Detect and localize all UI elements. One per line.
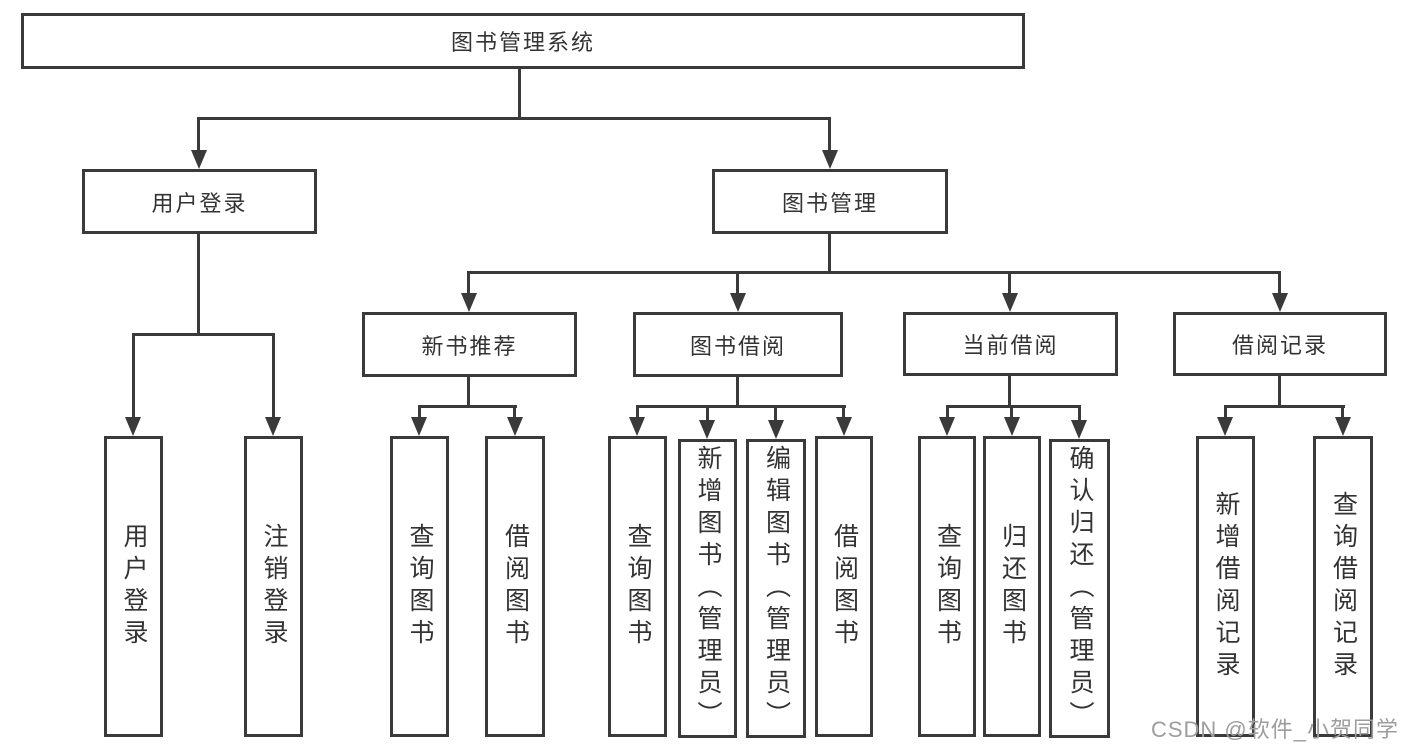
leaf-edit-books-admin-label: 编辑图书（管理员） [762,444,791,733]
arrowhead-confirm-return-admin-icon [1071,420,1087,439]
arrowhead-borrowing-records-icon [1272,293,1288,312]
connector-drop-borrowing-records [1278,271,1281,297]
connector-borrowing-records-stem [1278,376,1281,408]
arrowhead-add-borrow-record-icon [1217,417,1233,436]
arrowhead-add-books-admin-icon [699,420,715,439]
leaf-query-borrow-record: 查询借阅记录 [1313,436,1373,737]
connector-drop-borrow-books-recommend [513,405,516,421]
node-new-book-recommend: 新书推荐 [362,312,577,377]
leaf-query-books-current-label: 查询图书 [933,522,962,651]
leaf-user-login: 用户登录 [104,436,163,737]
connector-new-book-recommend-stem [467,377,470,408]
connector-drop-leaf-logout [272,333,275,421]
leaf-add-books-admin-label: 新增图书（管理员） [694,444,722,733]
connector-book-borrowing-stem [736,377,739,408]
arrowhead-return-books-icon [1004,417,1020,436]
node-current-borrowing-label: 当前借阅 [962,333,1059,358]
node-root: 图书管理系统 [21,13,1025,69]
connector-drop-new-book-recommend [467,271,470,297]
arrowhead-query-borrow-record-icon [1335,417,1351,436]
node-root-label: 图书管理系统 [450,30,595,55]
connector-drop-add-books-admin [706,405,709,423]
arrowhead-query-books-borrowing-icon [629,417,645,436]
connector-current-borrowing-bracket [946,405,1081,408]
node-user-login-label: 用户登录 [151,190,248,216]
leaf-add-books-admin: 新增图书（管理员） [678,439,737,738]
arrowhead-leaf-logout-icon [265,417,281,436]
connector-drop-query-books-borrowing [636,405,639,421]
connector-book-management-stem [828,234,831,274]
arrowhead-borrow-books-icon [836,417,852,436]
connector-drop-book-borrowing [736,271,739,297]
arrowhead-current-borrowing-icon [1002,293,1018,312]
connector-drop-leaf-user-login [132,333,135,421]
node-new-book-recommend-label: 新书推荐 [421,333,518,359]
leaf-query-books-recommend-label: 查询图书 [406,522,434,651]
node-borrowing-records-label: 借阅记录 [1231,333,1328,358]
arrowhead-book-borrowing-icon [730,293,746,312]
node-current-borrowing: 当前借阅 [903,312,1118,376]
leaf-add-borrow-record: 新增借阅记录 [1196,436,1255,737]
leaf-borrow-books-recommend-label: 借阅图书 [501,522,530,651]
leaf-query-books-borrowing: 查询图书 [608,436,667,737]
connector-drop-book-management [828,117,831,155]
leaf-confirm-return-admin-label: 确认归还（管理员） [1066,444,1094,733]
connector-level3-bracket [467,271,1281,274]
node-book-management: 图书管理 [712,169,948,234]
connector-borrowing-records-bracket [1224,405,1345,408]
csdn-watermark: CSDN @软件_小贺同学 [1150,717,1399,742]
arrowhead-new-book-recommend-icon [461,293,477,312]
leaf-user-login-label: 用户登录 [120,522,148,651]
leaf-query-borrow-record-label: 查询借阅记录 [1329,490,1358,683]
arrowhead-query-books-recommend-icon [411,417,427,436]
connector-drop-edit-books-admin [774,405,777,423]
arrowhead-leaf-user-login-icon [125,417,141,436]
leaf-confirm-return-admin: 确认归还（管理员） [1049,439,1110,738]
leaf-logout-label: 注销登录 [260,522,288,651]
node-book-management-label: 图书管理 [781,190,878,216]
arrowhead-query-books-current-icon [939,417,955,436]
leaf-logout: 注销登录 [244,436,303,737]
leaf-return-books: 归还图书 [983,436,1041,737]
leaf-query-books-current: 查询图书 [918,436,976,737]
connector-book-borrowing-bracket [636,405,846,408]
leaf-add-borrow-record-label: 新增借阅记录 [1212,490,1240,683]
connector-user-login-stem [197,233,200,336]
connector-drop-confirm-return-admin [1078,405,1081,423]
connector-user-login-bracket [132,333,275,336]
connector-root-bracket [197,117,831,120]
arrowhead-borrow-books-recommend-icon [507,417,523,436]
connector-new-book-recommend-bracket [418,405,517,408]
leaf-query-books-recommend: 查询图书 [390,436,449,737]
arrowhead-edit-books-admin-icon [768,420,784,439]
arrowhead-user-login-icon [191,150,207,169]
connector-root-stem [518,69,521,120]
node-book-borrowing-label: 图书借阅 [689,333,786,359]
node-borrowing-records: 借阅记录 [1173,312,1387,376]
connector-current-borrowing-stem [1008,376,1011,408]
leaf-query-books-borrowing-label: 查询图书 [624,522,652,651]
node-user-login: 用户登录 [82,169,317,234]
leaf-borrow-books-recommend: 借阅图书 [485,436,545,737]
leaf-borrow-books-label: 借阅图书 [830,522,859,651]
connector-drop-query-books-recommend [418,405,421,421]
connector-drop-query-books-current [946,405,949,421]
connector-drop-add-borrow-record [1224,405,1227,421]
connector-drop-query-borrow-record [1341,405,1344,421]
connector-drop-user-login [197,117,200,155]
leaf-return-books-label: 归还图书 [998,522,1027,651]
connector-drop-borrow-books [842,405,845,421]
connector-drop-return-books [1010,405,1013,421]
connector-drop-current-borrowing [1008,271,1011,297]
arrowhead-book-management-icon [822,150,838,169]
leaf-edit-books-admin: 编辑图书（管理员） [746,439,806,738]
node-book-borrowing: 图书借阅 [633,312,843,377]
leaf-borrow-books: 借阅图书 [815,436,873,737]
